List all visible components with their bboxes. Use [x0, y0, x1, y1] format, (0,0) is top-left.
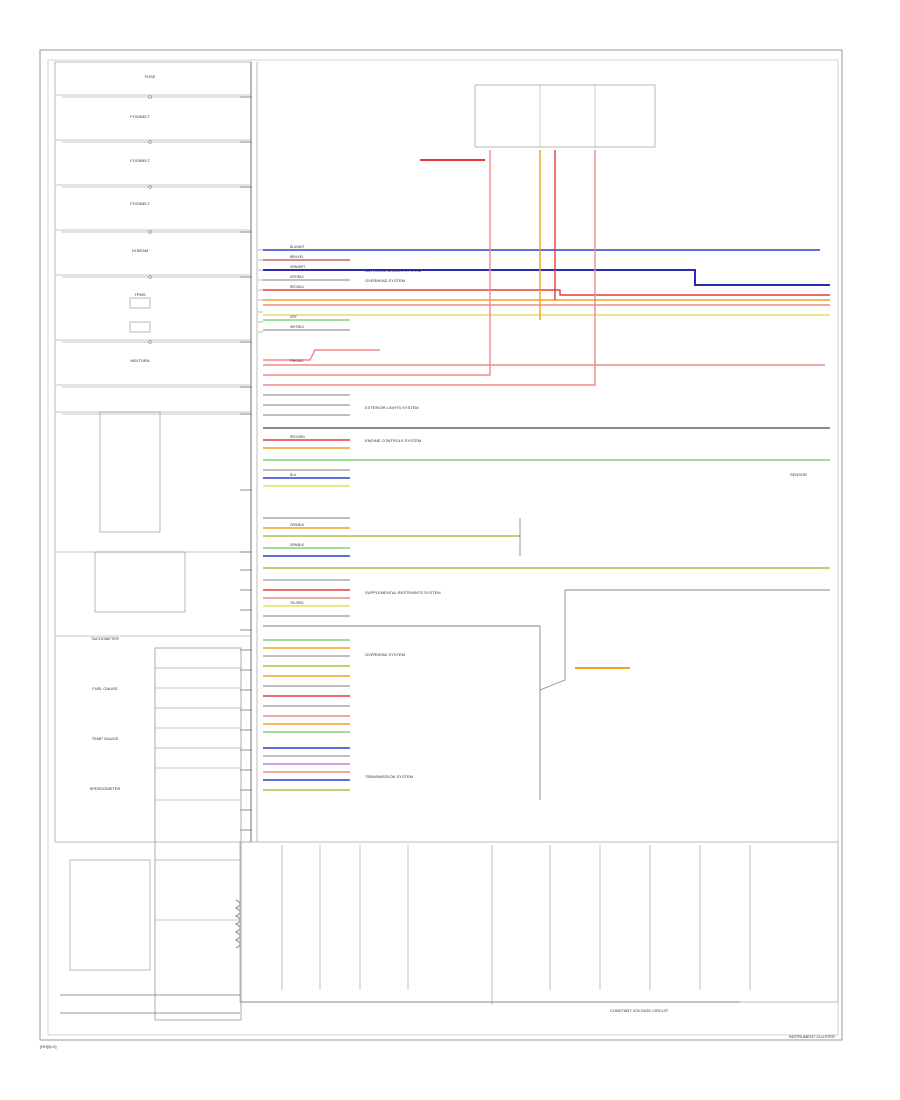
system-label-0: ANTI-LOCK BRAKES SYSTEM: [365, 268, 421, 273]
section-label-6: IND/TURN: [130, 358, 149, 363]
wire-red-u2: [263, 150, 596, 386]
section-label-4: HI BEAM: [132, 248, 148, 253]
text-labels: ANTI-LOCK BRAKES SYSTEM OVERHEAD SYSTEM …: [365, 268, 807, 1013]
left-dividers: [55, 94, 251, 637]
left-section-labels: FUSE FOG/BELT FOG/BELT FOG/BELT HI BEAM …: [90, 74, 156, 791]
wire-pink-loop: [263, 349, 380, 361]
system-label-1: OVERHEAD SYSTEM: [365, 278, 405, 283]
section-label-3: FOG/BELT: [130, 201, 150, 206]
wire-label-7: ORG/BLK: [290, 523, 305, 527]
wire-label-8: RED/GRN: [290, 435, 305, 439]
coil-symbol: [234, 899, 241, 949]
wire-label-12: GRN/BLK: [290, 543, 305, 547]
wire-navy: [263, 269, 830, 286]
system-label-5: EXTERIOR LIGHTS SYSTEM: [365, 405, 419, 410]
section-label-9: SPEEDOMETER: [90, 786, 121, 791]
footer-left: [RH]/[LH]: [40, 1044, 56, 1049]
vertical-runs: [519, 518, 830, 800]
inner-frame: [47, 59, 839, 1036]
wire-label-2: GRN/WHT: [290, 265, 305, 269]
gauge-block: [154, 647, 242, 1021]
left-wire-labels: BLU/WHT BRN/YEL GRN/WHT GRY/BLK RED/BLU …: [290, 245, 305, 605]
wire-label-5: GRY: [290, 315, 298, 319]
outer-frame: [39, 49, 843, 1041]
system-label-6: TRANSMISSION SYSTEM: [365, 774, 413, 779]
wire-red-u1: [263, 150, 491, 376]
section-label-7: FUEL GAUGE: [92, 686, 118, 691]
constant-label: CONSTANT VOLTAGE CIRCUIT: [610, 1008, 669, 1013]
section-label-5: TPMS: [134, 292, 145, 297]
wire-label-3: GRY/BLK: [290, 275, 305, 279]
bottom-panel: [239, 841, 839, 1003]
bottom-dividers: [281, 845, 751, 1005]
section-label-1: FOG/BELT: [130, 114, 150, 119]
sensor-label: SENSOR: [790, 472, 807, 477]
system-label-2: OVERHEAD SYSTEM: [365, 652, 405, 657]
top-connector-box: [474, 84, 656, 148]
wire-label-10: WHT/BLK: [290, 325, 305, 329]
wire-runs: [263, 150, 830, 791]
section-label-0: FUSE: [145, 74, 156, 79]
left-switches: [62, 95, 250, 971]
section-label-2: FOG/BELT: [130, 158, 150, 163]
left-connector-ticks: [240, 96, 252, 831]
footer-right: INSTRUMENT CLUSTER: [789, 1034, 835, 1039]
section-label-10: TACHOMETER: [91, 636, 119, 641]
left-column-box: [54, 61, 252, 843]
wire-label-0: BLU/WHT: [290, 245, 304, 249]
wire-label-9: PNK/BLK: [290, 359, 304, 363]
connector-pins: [258, 249, 263, 333]
gauge-lines: [155, 667, 241, 921]
wire-label-1: BRN/YEL: [290, 255, 304, 259]
wire-label-4: RED/BLU: [290, 285, 305, 289]
section-label-8: TEMP GAUGE: [92, 736, 119, 741]
wire-label-6: BLU: [290, 473, 297, 477]
system-label-4: SUPPLEMENTAL RESTRAINTS SYSTEM: [365, 590, 441, 595]
wire-label-11: YEL/RED: [290, 601, 304, 605]
system-label-3: ENGINE CONTROLS SYSTEM: [365, 438, 421, 443]
wire-red-1: [263, 289, 830, 296]
